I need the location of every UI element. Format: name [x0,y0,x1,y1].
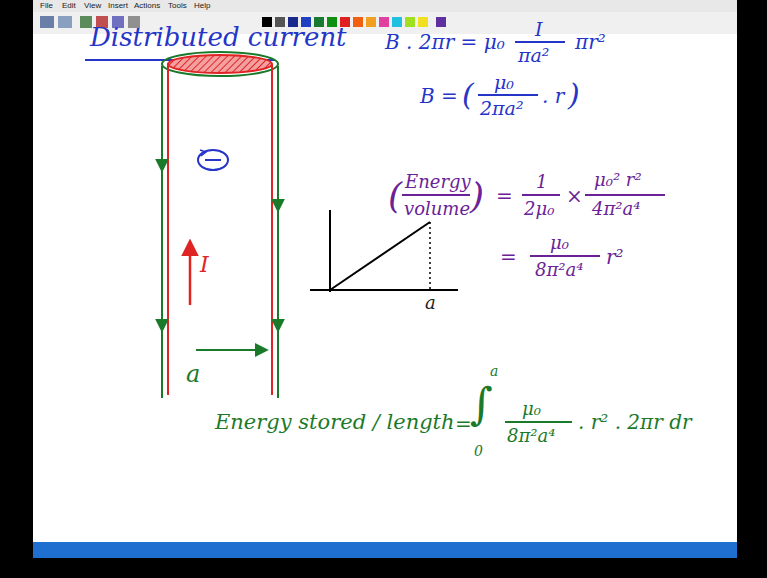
cylinder-figure [162,52,278,398]
menu-item: View [84,2,101,10]
menu-bar [33,0,737,12]
status-bar [33,542,737,558]
current-label: I [200,254,209,276]
axis-label: a [425,294,436,312]
radius-label: a [186,362,200,386]
equation-text: = [496,186,513,206]
equation-text: = [500,247,517,267]
integral-sign: ∫ [470,382,493,426]
menu-item: Edit [62,2,76,10]
bracket: ) [470,178,484,214]
equation-text: B = [420,86,458,106]
numerator: μ₀² r² [594,171,642,189]
page-title: Distributed current [90,24,347,50]
denominator: πa² [518,46,549,65]
menu-item: File [40,2,53,10]
limit: a [490,364,498,378]
menu-item: Tools [168,2,187,10]
bracket: ) [568,80,580,110]
denominator: volume [404,200,470,218]
fraction-bars [402,42,665,422]
equation-text: = [455,414,472,434]
equation-text: × [566,186,583,206]
field-graph [310,210,458,292]
denominator: 8π²a⁴ [535,261,583,279]
numerator: 1 [536,173,547,191]
numerator: Energy [405,173,471,191]
field-circulation-symbol [198,150,228,170]
equation-text: B . 2πr = μ₀ [385,32,505,52]
denominator: 4π²a⁴ [592,200,640,218]
bracket: ( [462,80,474,110]
denominator: 8π²a⁴ [507,427,555,445]
numerator: I [535,20,543,39]
menu-item: Insert [108,2,128,10]
numerator: μ₀ [494,73,514,92]
equation-text: . r [542,86,564,106]
menu-item: Actions [134,2,160,10]
denominator: 2πa² [480,99,524,118]
equation-text: r² [606,247,624,267]
denominator: 2μ₀ [524,200,554,218]
equation-text: Energy stored / length [215,412,455,433]
numerator: μ₀ [522,400,541,418]
bracket: ( [388,178,402,214]
equation-text: . r² . 2πr dr [578,412,692,432]
page [33,34,737,542]
limit: 0 [474,444,483,458]
numerator: μ₀ [550,234,569,252]
menu-item: Help [194,2,210,10]
equation-text: πr² [575,32,606,52]
